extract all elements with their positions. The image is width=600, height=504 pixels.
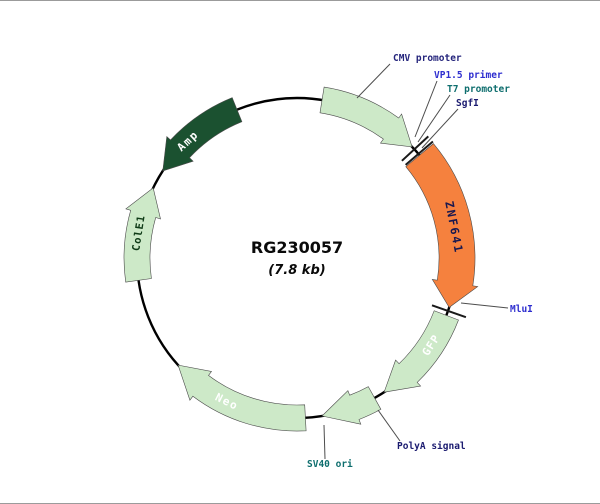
site-tick — [431, 304, 467, 319]
leader-polya-signal — [377, 409, 401, 442]
feature-cole1 — [123, 187, 161, 283]
feature-polya-arrow — [321, 386, 382, 425]
feature-label-cole1: ColE1 — [130, 214, 148, 252]
feature-amp — [162, 97, 243, 172]
feature-znf641 — [405, 143, 479, 308]
site-tick — [401, 135, 429, 162]
label-mlui: MluI — [510, 304, 533, 315]
label-t7-promoter: T7 promoter — [447, 84, 510, 95]
site-tick — [404, 140, 434, 166]
label-vp15-primer: VP1.5 primer — [434, 70, 503, 81]
leader-t7-promoter — [417, 94, 451, 143]
label-sv40-ori: SV40 ori — [307, 459, 353, 470]
leader-mlui — [460, 302, 509, 309]
leader-sgfi — [421, 108, 459, 149]
feature-gfp — [383, 310, 459, 393]
label-sgfi: SgfI — [456, 98, 479, 109]
leader-sv40-ori — [323, 424, 326, 460]
leader-vp15-primer — [414, 80, 438, 138]
label-polya-signal: PolyA signal — [397, 441, 466, 452]
label-cmv-promoter: CMV promoter — [393, 53, 462, 64]
feature-cmv-promoter-arc — [319, 86, 413, 148]
plasmid-size-label: (7.8 kb) — [268, 263, 325, 278]
leader-cmv-promoter — [356, 63, 391, 99]
plasmid-title: RG230057 — [251, 238, 343, 257]
feature-neo — [177, 364, 307, 432]
